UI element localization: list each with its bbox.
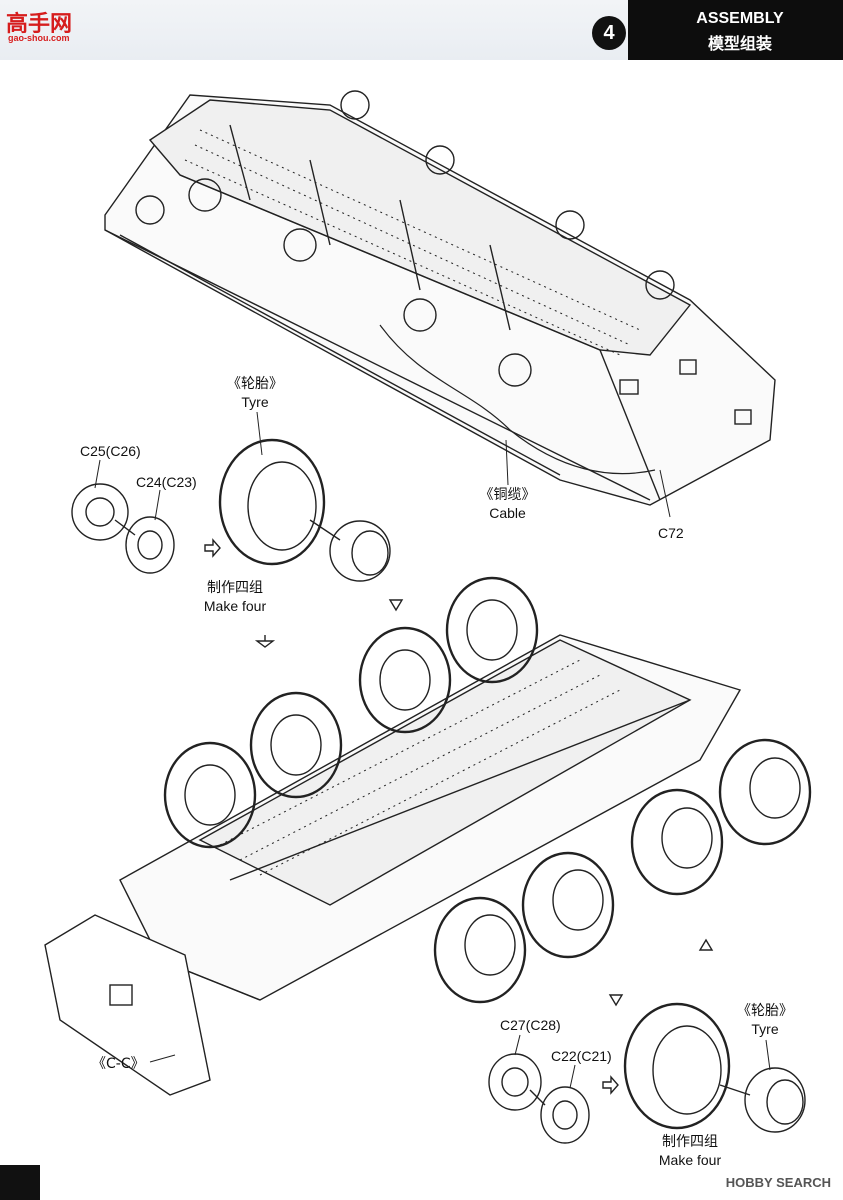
part-label-c25: C25(C26) bbox=[80, 443, 141, 459]
tyre-label-cn: 《轮胎》 bbox=[227, 376, 283, 392]
site-logo-url: gao-shou.com bbox=[8, 33, 70, 43]
upper-hull-drawing bbox=[104, 90, 776, 506]
page-corner-mark bbox=[0, 1165, 40, 1200]
tyre-label-cn-2: 《轮胎》 bbox=[737, 1003, 793, 1019]
site-logo: 高手网 bbox=[6, 12, 73, 37]
tyre-subassembly-top bbox=[71, 438, 391, 582]
make-four-label-cn-2: 制作四组 bbox=[662, 1134, 718, 1150]
step-title-block bbox=[628, 0, 843, 60]
view-label-cc: 《C-C》 bbox=[92, 1056, 145, 1072]
watermark: HOBBY SEARCH bbox=[725, 1175, 831, 1190]
tyre-label-2: Tyre bbox=[751, 1021, 779, 1037]
cable-label: Cable bbox=[489, 505, 526, 521]
part-label-c27: C27(C28) bbox=[500, 1017, 561, 1033]
tyre-label: Tyre bbox=[241, 394, 269, 410]
part-label-c22: C22(C21) bbox=[551, 1048, 612, 1064]
tyre-subassembly-bottom bbox=[488, 1002, 806, 1144]
part-label-c24: C24(C23) bbox=[136, 474, 197, 490]
assembly-title: ASSEMBLY bbox=[696, 10, 784, 27]
assembly-title-cn: 模型组装 bbox=[707, 34, 772, 53]
make-four-label: Make four bbox=[203, 598, 267, 614]
lower-hull-drawing bbox=[44, 576, 812, 1096]
cable-label-cn: 《铜缆》 bbox=[479, 487, 536, 503]
make-four-label-cn: 制作四组 bbox=[207, 580, 263, 596]
make-four-label-2: Make four bbox=[658, 1152, 722, 1168]
part-label-c72: C72 bbox=[658, 525, 684, 541]
step-number-badge: 4 bbox=[592, 16, 626, 50]
